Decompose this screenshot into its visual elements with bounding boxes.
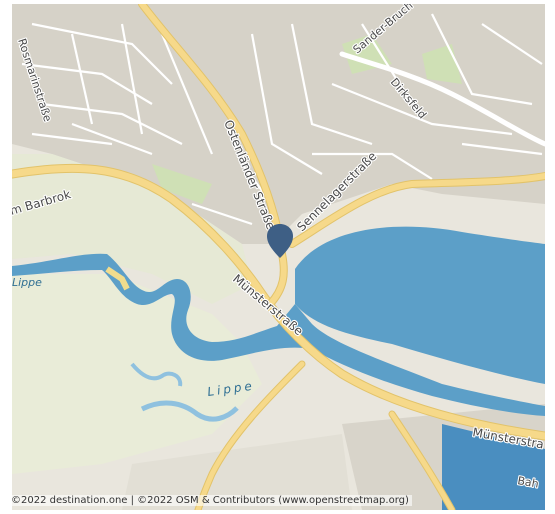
map-pin-icon[interactable] (267, 224, 293, 258)
label-bahn: Bah (516, 474, 539, 490)
map-canvas[interactable]: Rosmarinstraße Ostenländer Straße Sennel… (12, 4, 545, 510)
map-attribution: ©2022 destination.one | ©2022 OSM & Cont… (8, 495, 412, 506)
major-roads (12, 4, 545, 510)
river-lippe (12, 253, 545, 416)
label-lippe-west: Lippe (12, 276, 42, 289)
green-area-floodplain (12, 274, 262, 474)
park-patch-1 (152, 164, 212, 204)
minor-streets (21, 13, 543, 226)
sandbar (105, 266, 130, 291)
river-oxbow-1 (130, 362, 183, 387)
label-lippe-river: Lippe (206, 378, 255, 398)
harbour-basin (442, 424, 545, 510)
river-oxbow-2 (140, 400, 239, 422)
green-area-west (12, 154, 252, 304)
urban-area-south (122, 434, 352, 510)
map-viewport[interactable]: Rosmarinstraße Ostenländer Straße Sennel… (12, 4, 545, 510)
lake (295, 226, 545, 384)
